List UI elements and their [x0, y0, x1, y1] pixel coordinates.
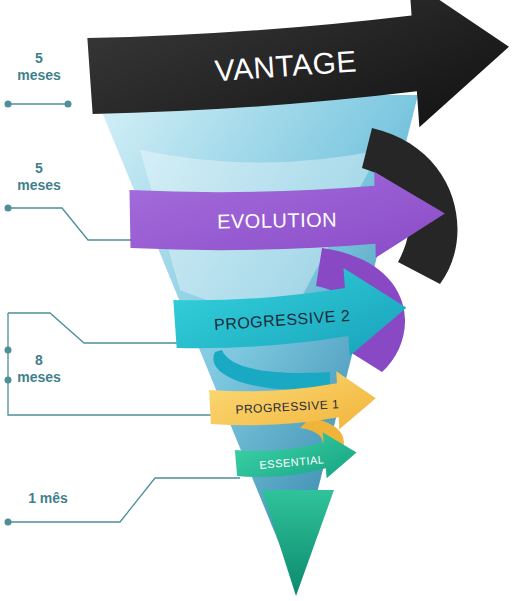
- arrow-outline: [234, 430, 359, 486]
- arrow-outline: [85, 0, 512, 150]
- progressive2-back: [213, 350, 330, 390]
- leader-line: [8, 313, 180, 343]
- leader-dot: [5, 347, 12, 354]
- duration-label: 5 meses: [14, 160, 64, 194]
- leader-dot: [5, 377, 12, 384]
- leader-dot: [5, 519, 12, 526]
- arrow-outline: [129, 171, 445, 262]
- duration-label: 8 meses: [14, 352, 64, 386]
- cone-tip: [262, 490, 334, 596]
- arrow-outline: [208, 369, 377, 436]
- duration-label: 1 mês: [4, 490, 92, 507]
- leader-dot: [5, 101, 12, 108]
- level-name: EVOLUTION: [217, 208, 337, 233]
- duration-label: 5 meses: [14, 50, 64, 84]
- progressive1-arrow: PROGRESSIVE 1: [208, 369, 377, 436]
- evolution-arrow: EVOLUTION: [129, 171, 445, 262]
- arrow-outline: [172, 264, 410, 368]
- leader-line: [8, 103, 68, 104]
- leader-dot: [5, 205, 12, 212]
- leader-line: [8, 208, 134, 240]
- progressive2-arrow: PROGRESSIVE 2: [172, 264, 410, 368]
- leader-dot: [65, 101, 72, 108]
- essential-arrow: ESSENTIAL: [234, 430, 359, 486]
- vantage-arrow: VANTAGE: [85, 0, 512, 150]
